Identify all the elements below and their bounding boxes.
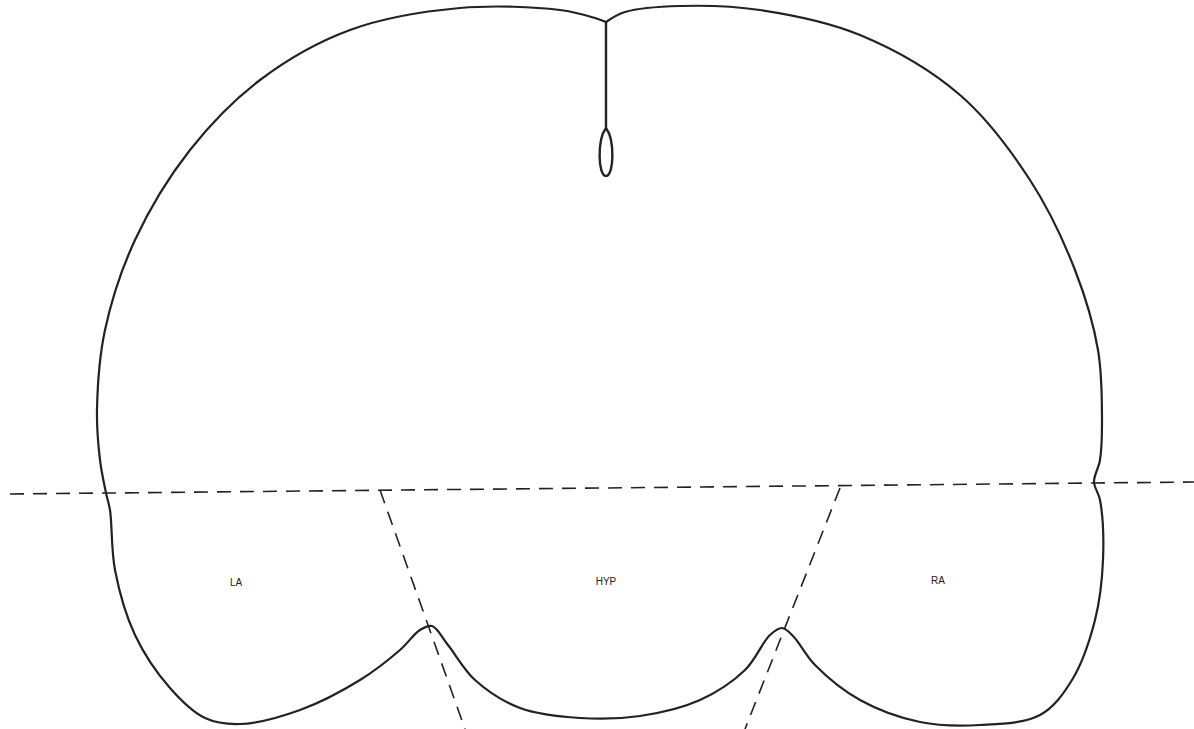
region-label: HYP: [596, 577, 617, 587]
region-label: LA: [230, 578, 242, 588]
midline-fissure: [600, 22, 613, 176]
right-cut: [745, 488, 840, 729]
brain-outline: [97, 6, 1103, 726]
region-label: RA: [931, 576, 945, 586]
dissection-lines: [10, 482, 1194, 729]
left-cut: [380, 490, 465, 729]
horizontal-cut: [10, 482, 1194, 494]
